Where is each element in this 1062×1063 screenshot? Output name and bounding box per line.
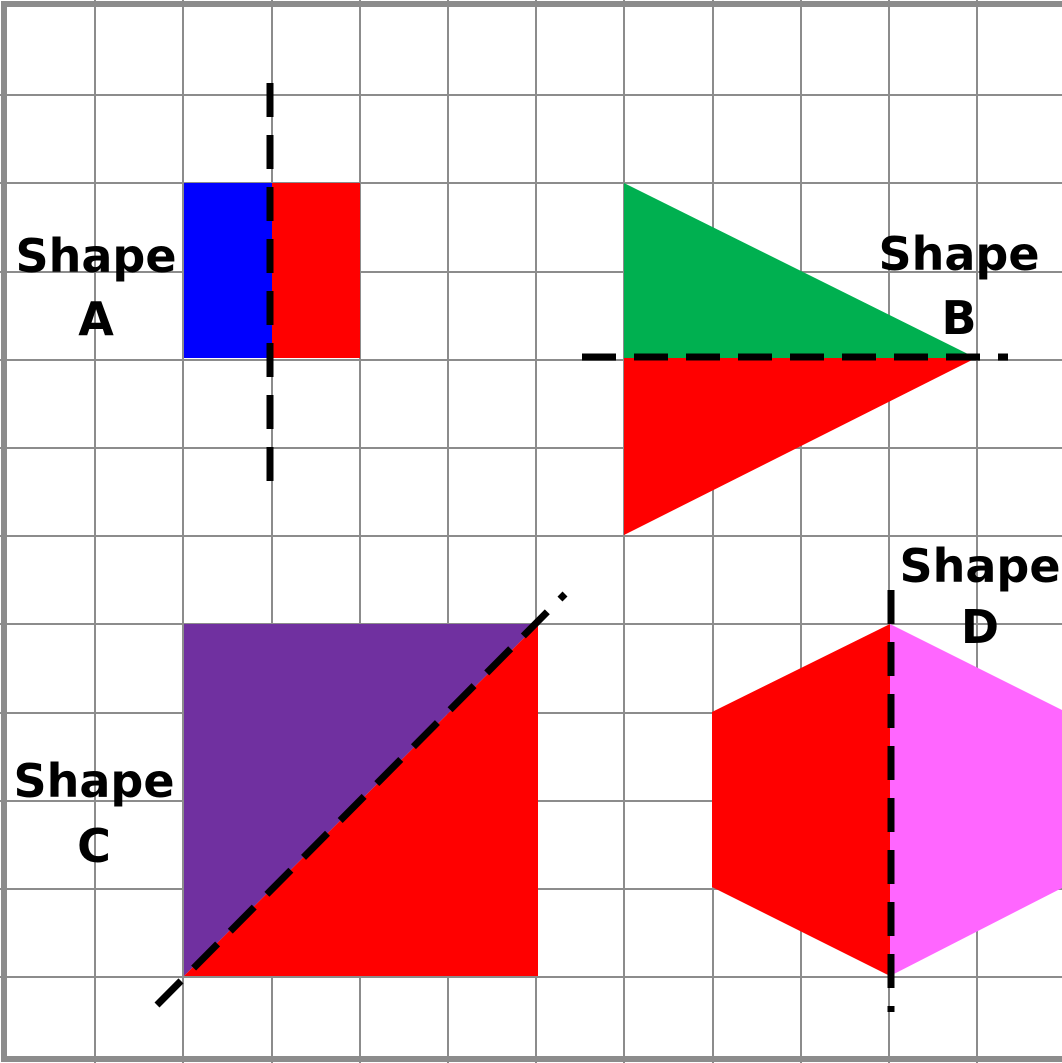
shape-d-label-line1: Shape <box>899 539 1060 593</box>
shape-c-mirror-line <box>154 591 568 1008</box>
shape-c-label-line1: Shape <box>13 754 174 808</box>
shape-a <box>184 83 360 483</box>
shape-d-label-line2: D <box>961 600 999 654</box>
shape-b-label-line1: Shape <box>878 227 1039 281</box>
shape-c-label-line2: C <box>77 819 111 873</box>
shape-a-label-line2: A <box>78 292 114 346</box>
shape-b-label-line2: B <box>941 291 976 345</box>
shape-b <box>582 183 1008 535</box>
shape-a-red-half <box>272 183 360 358</box>
shape-a-blue-half <box>184 183 272 358</box>
shape-b-green-half <box>624 183 976 358</box>
shape-c <box>154 591 568 1008</box>
shape-d <box>712 590 1062 1012</box>
shape-d-pink-half <box>890 624 1062 976</box>
shape-b-red-half <box>624 358 976 535</box>
shape-a-label-line1: Shape <box>15 229 176 283</box>
shape-d-red-half <box>712 624 890 976</box>
